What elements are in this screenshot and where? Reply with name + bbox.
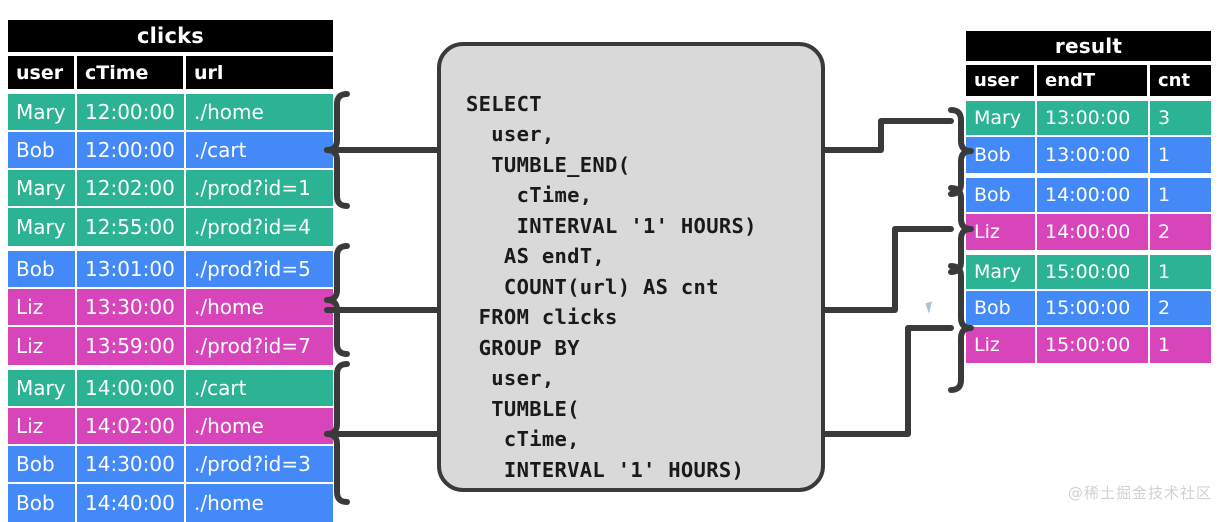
- sql-query-box: SELECT user, TUMBLE_END( cTime, INTERVAL…: [437, 42, 936, 492]
- result-cell-cnt: 1: [1150, 255, 1211, 291]
- clicks-header-row: user cTime url: [8, 56, 333, 89]
- clicks-cell-user: Liz: [8, 408, 77, 446]
- clicks-cell-url: ./prod?id=7: [186, 327, 333, 365]
- result-cell-user: Mary: [966, 255, 1037, 291]
- clicks-cell-user: Bob: [8, 484, 77, 522]
- clicks-cell-user: Liz: [8, 327, 77, 365]
- result-cell-user: Liz: [966, 327, 1037, 363]
- clicks-cell-user: Bob: [8, 251, 77, 289]
- result-cell-cnt: 2: [1150, 291, 1211, 327]
- result-cell-cnt: 3: [1150, 101, 1211, 137]
- result-column-header-cnt: cnt: [1150, 65, 1211, 96]
- clicks-cell-user: Bob: [8, 446, 77, 484]
- clicks-cell-url: ./cart: [186, 370, 333, 408]
- result-cell-user: Bob: [966, 178, 1037, 214]
- result-cell-endT: 15:00:00: [1037, 255, 1150, 291]
- result-cell-cnt: 1: [1150, 178, 1211, 214]
- clicks-cell-url: ./cart: [186, 132, 333, 170]
- clicks-cell-url: ./prod?id=1: [186, 170, 333, 208]
- clicks-cell-user: Mary: [8, 370, 77, 408]
- result-column-header-endt: endT: [1037, 65, 1150, 96]
- result-cell-user: Liz: [966, 214, 1037, 250]
- result-cell-cnt: 2: [1150, 214, 1211, 250]
- clicks-column-header-ctime: cTime: [77, 56, 186, 89]
- right-stem-1: [822, 118, 954, 153]
- mouse-pointer-icon: [925, 301, 936, 314]
- clicks-cell-user: Mary: [8, 208, 77, 246]
- result-cell-user: Bob: [966, 291, 1037, 327]
- result-cell-endT: 13:00:00: [1037, 101, 1150, 137]
- clicks-cell-url: ./prod?id=4: [186, 208, 333, 246]
- clicks-cell-user: Mary: [8, 170, 77, 208]
- clicks-cell-cTime: 13:30:00: [77, 289, 186, 327]
- result-cell-endT: 15:00:00: [1037, 327, 1150, 363]
- clicks-cell-url: ./home: [186, 289, 333, 327]
- clicks-cell-cTime: 13:59:00: [77, 327, 186, 365]
- clicks-column-header-user: user: [8, 56, 77, 89]
- result-cell-endT: 13:00:00: [1037, 137, 1150, 173]
- clicks-table-title: clicks: [8, 20, 333, 52]
- result-cell-cnt: 1: [1150, 327, 1211, 363]
- right-stem-2: [822, 226, 954, 313]
- clicks-cell-user: Mary: [8, 94, 77, 132]
- clicks-cell-cTime: 12:00:00: [77, 94, 186, 132]
- clicks-cell-cTime: 13:01:00: [77, 251, 186, 289]
- clicks-cell-cTime: 14:40:00: [77, 484, 186, 522]
- clicks-cell-cTime: 14:00:00: [77, 370, 186, 408]
- clicks-cell-url: ./prod?id=3: [186, 446, 333, 484]
- right-stem-3: [822, 325, 954, 437]
- result-cell-endT: 15:00:00: [1037, 291, 1150, 327]
- clicks-cell-cTime: 12:02:00: [77, 170, 186, 208]
- clicks-cell-user: Liz: [8, 289, 77, 327]
- clicks-cell-url: ./home: [186, 484, 333, 522]
- sql-query-text: SELECT user, TUMBLE_END( cTime, INTERVAL…: [466, 91, 757, 482]
- result-header-row: user endT cnt: [966, 65, 1211, 96]
- result-table-title: result: [966, 31, 1211, 61]
- result-cell-endT: 14:00:00: [1037, 178, 1150, 214]
- clicks-cell-user: Bob: [8, 132, 77, 170]
- clicks-cell-url: ./home: [186, 94, 333, 132]
- result-column-header-user: user: [966, 65, 1037, 96]
- result-cell-endT: 14:00:00: [1037, 214, 1150, 250]
- watermark-text: @稀土掘金技术社区: [1067, 484, 1212, 502]
- clicks-cell-cTime: 12:00:00: [77, 132, 186, 170]
- result-cell-cnt: 1: [1150, 137, 1211, 173]
- clicks-cell-cTime: 12:55:00: [77, 208, 186, 246]
- clicks-cell-url: ./home: [186, 408, 333, 446]
- result-cell-user: Bob: [966, 137, 1037, 173]
- clicks-cell-cTime: 14:02:00: [77, 408, 186, 446]
- clicks-column-header-url: url: [186, 56, 333, 89]
- clicks-cell-cTime: 14:30:00: [77, 446, 186, 484]
- result-cell-user: Mary: [966, 101, 1037, 137]
- clicks-cell-url: ./prod?id=5: [186, 251, 333, 289]
